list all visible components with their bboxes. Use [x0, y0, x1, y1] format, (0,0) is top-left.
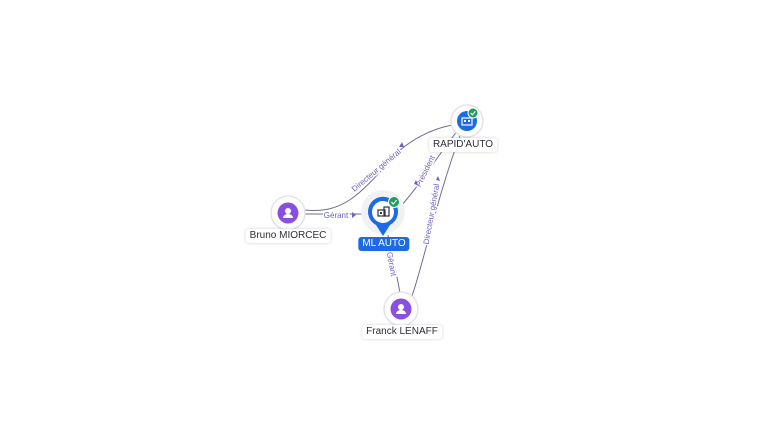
edge-label-text: Gérant	[385, 251, 398, 277]
edge-bruno-rapid	[303, 123, 461, 211]
edge-label-franck-ml: Gérant	[383, 250, 399, 279]
arrow-icon	[414, 180, 418, 185]
node-label-franck-lenaff: Franck LENAFF	[362, 325, 442, 339]
node-rapid-auto[interactable]	[450, 104, 484, 138]
arrow-icon	[352, 212, 356, 218]
node-label-ml-auto: ML AUTO	[358, 237, 410, 251]
node-label-rapid-auto: RAPID'AUTO	[428, 138, 498, 152]
building-icon	[377, 206, 390, 217]
edge-label-ml-rapid: Président	[412, 152, 438, 190]
edge-label-text: Directeur général	[422, 183, 442, 245]
node-bruno-miorcec[interactable]	[270, 195, 306, 231]
edge-label-bruno-ml: Gérant	[322, 210, 350, 222]
check-badge-icon	[388, 196, 400, 208]
edge-label-franck-rapid: Directeur général	[420, 181, 443, 246]
node-ml-auto[interactable]	[361, 190, 405, 236]
arrow-icon	[399, 142, 404, 147]
node-label-bruno-miorcec: Bruno MIORCEC	[245, 229, 331, 243]
edge-label-text: Directeur général	[350, 147, 403, 193]
edge-label-bruno-rapid: Directeur général	[348, 146, 404, 195]
edge-franck-rapid	[411, 129, 463, 297]
building-glyph	[461, 117, 473, 126]
arrow-icon	[436, 176, 440, 181]
edge-label-text: Président	[414, 153, 437, 188]
node-franck-lenaff[interactable]	[383, 291, 419, 327]
edge-label-text: Gérant	[324, 211, 349, 220]
check-badge-icon	[467, 107, 479, 119]
